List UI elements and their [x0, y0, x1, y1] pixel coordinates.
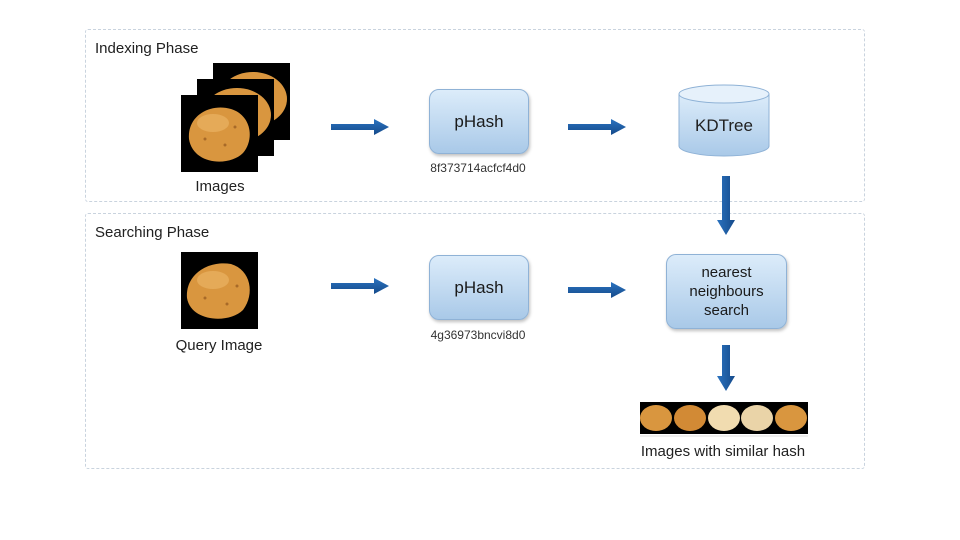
- result-potato: [674, 405, 706, 431]
- right-arrow-icon: [331, 119, 389, 135]
- searching-phase-box: [85, 213, 865, 469]
- search-line: nearest: [701, 264, 752, 281]
- result-potato: [708, 405, 740, 431]
- indexing-phase-box: [85, 29, 865, 202]
- results-label: Images with similar hash: [640, 443, 806, 460]
- nearest-neighbours-search-box: nearest neighbours search: [666, 254, 787, 329]
- hash-value-indexing: 8f373714acfcf4d0: [430, 161, 526, 175]
- right-arrow-icon: [568, 282, 626, 298]
- phash-label: pHash: [454, 111, 504, 131]
- result-potato: [741, 405, 773, 431]
- images-label: Images: [195, 178, 245, 195]
- phash-label: pHash: [454, 277, 504, 297]
- kdtree-cylinder: KDTree: [677, 84, 771, 158]
- indexing-phase-title: Indexing Phase: [95, 40, 199, 57]
- searching-phase-title: Searching Phase: [95, 224, 210, 241]
- down-arrow-icon: [717, 345, 735, 391]
- search-line: neighbours: [689, 283, 764, 300]
- search-line: search: [703, 302, 750, 319]
- query-potato-image: [181, 252, 258, 329]
- phash-box-searching: pHash: [429, 255, 529, 320]
- similar-images-strip: [633, 399, 811, 439]
- potato-image: [181, 95, 258, 172]
- phash-box-indexing: pHash: [429, 89, 529, 154]
- right-arrow-icon: [331, 278, 389, 294]
- hash-value-searching: 4g36973bncvi8d0: [430, 328, 526, 342]
- kdtree-label: KDTree: [695, 116, 753, 135]
- result-potato: [775, 405, 807, 431]
- result-potato: [640, 405, 672, 431]
- right-arrow-icon: [568, 119, 626, 135]
- down-arrow-icon: [717, 176, 735, 235]
- query-image-label: Query Image: [175, 337, 263, 354]
